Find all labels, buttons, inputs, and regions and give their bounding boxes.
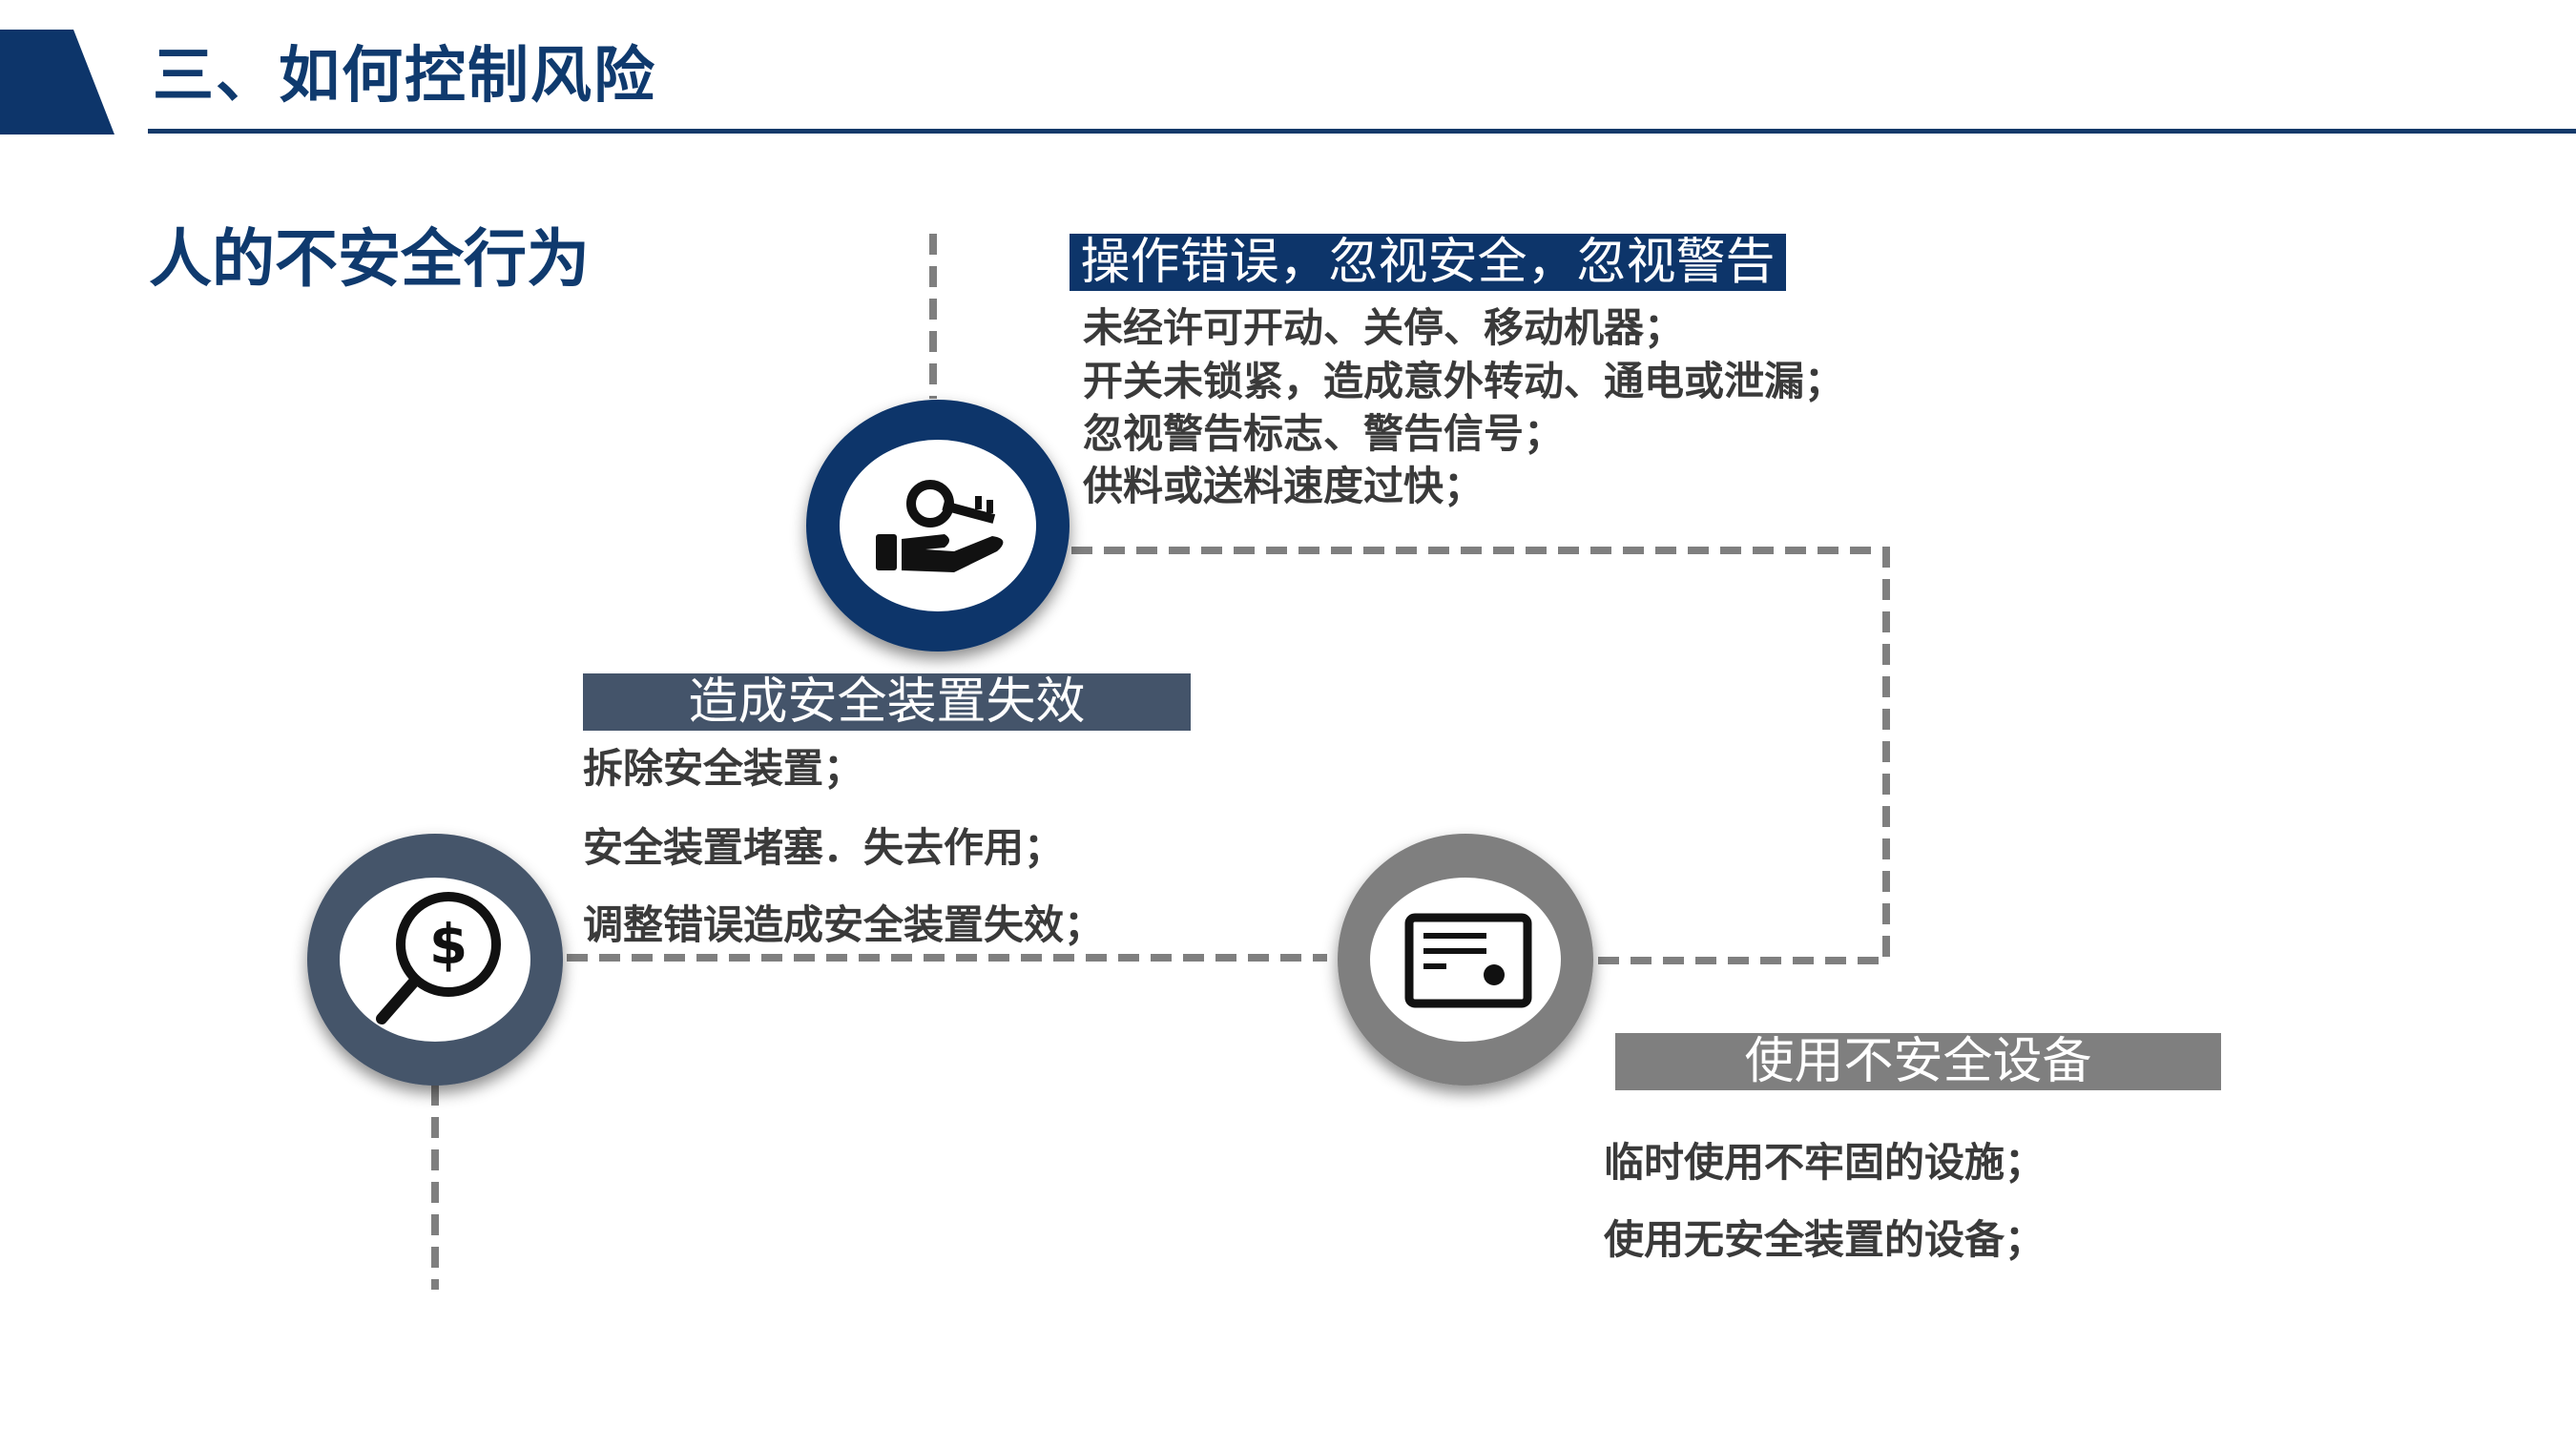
list-item: 使用无安全装置的设备； — [1604, 1216, 2046, 1263]
list-item: 开关未锁紧，造成意外转动、通电或泄漏； — [1083, 358, 1845, 404]
key-in-hand-icon — [876, 480, 1004, 572]
list-item: 供料或送料速度过快； — [1083, 463, 1485, 509]
list-item: 未经许可开动、关停、移动机器； — [1083, 304, 1685, 351]
certificate-icon — [1404, 913, 1532, 1008]
list-item: 忽视警告标志、警告信号； — [1083, 410, 1565, 457]
header-accent-shape — [0, 30, 114, 134]
list-item: 拆除安全装置； — [583, 745, 864, 792]
group-label-safety-device-failure: 造成安全装置失效 — [583, 673, 1191, 731]
dashed-connector — [1071, 547, 1890, 964]
svg-text:$: $ — [429, 912, 467, 977]
list-item: 调整错误造成安全装置失效； — [583, 901, 1105, 948]
header-divider — [148, 129, 2576, 134]
group-label-operation-errors: 操作错误，忽视安全，忽视警告 — [1070, 234, 1786, 291]
group-label-unsafe-equipment: 使用不安全设备 — [1615, 1033, 2221, 1090]
list-item: 临时使用不牢固的设施； — [1604, 1139, 2046, 1186]
magnifier-dollar-icon: $ — [376, 892, 501, 1024]
page-title: 三、如何控制风险 — [153, 41, 656, 112]
section-title: 人的不安全行为 — [149, 222, 590, 296]
list-item: 安全装置堵塞．失去作用； — [583, 824, 1065, 871]
